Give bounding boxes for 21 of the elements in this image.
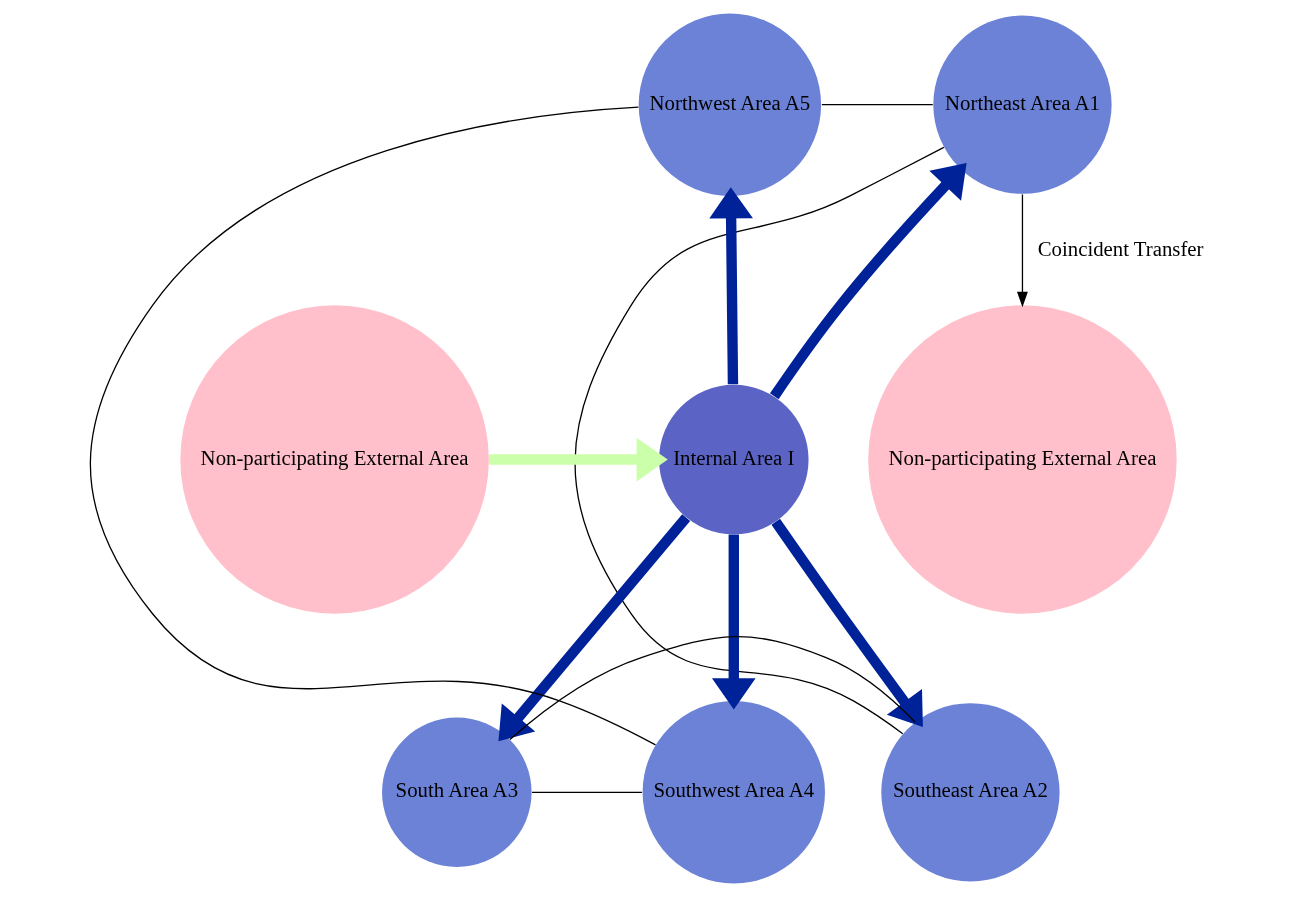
connector — [508, 636, 916, 741]
connector — [820, 104, 933, 106]
arrow — [769, 163, 967, 400]
connector — [573, 146, 944, 735]
arrow — [708, 187, 753, 385]
edge-label: Coincident Transfer — [1037, 236, 1204, 260]
arrow — [497, 514, 690, 742]
connector — [89, 106, 656, 746]
arrow — [770, 518, 923, 727]
node-circle: Non-participating External Area — [867, 305, 1177, 614]
arrow — [1016, 193, 1028, 308]
arrow — [711, 534, 756, 710]
arrow — [488, 437, 668, 482]
node-circle: Southeast Area A2 — [880, 703, 1060, 882]
connector — [530, 791, 643, 793]
node-circle: Internal Area I — [658, 384, 809, 535]
node-circle: Southwest Area A4 — [642, 701, 825, 884]
node-circle: South Area A3 — [381, 717, 532, 868]
node-circle: Northeast Area A1 — [932, 15, 1112, 194]
node-circle: Northwest Area A5 — [638, 13, 821, 196]
node-circle: Non-participating External Area — [179, 305, 489, 614]
